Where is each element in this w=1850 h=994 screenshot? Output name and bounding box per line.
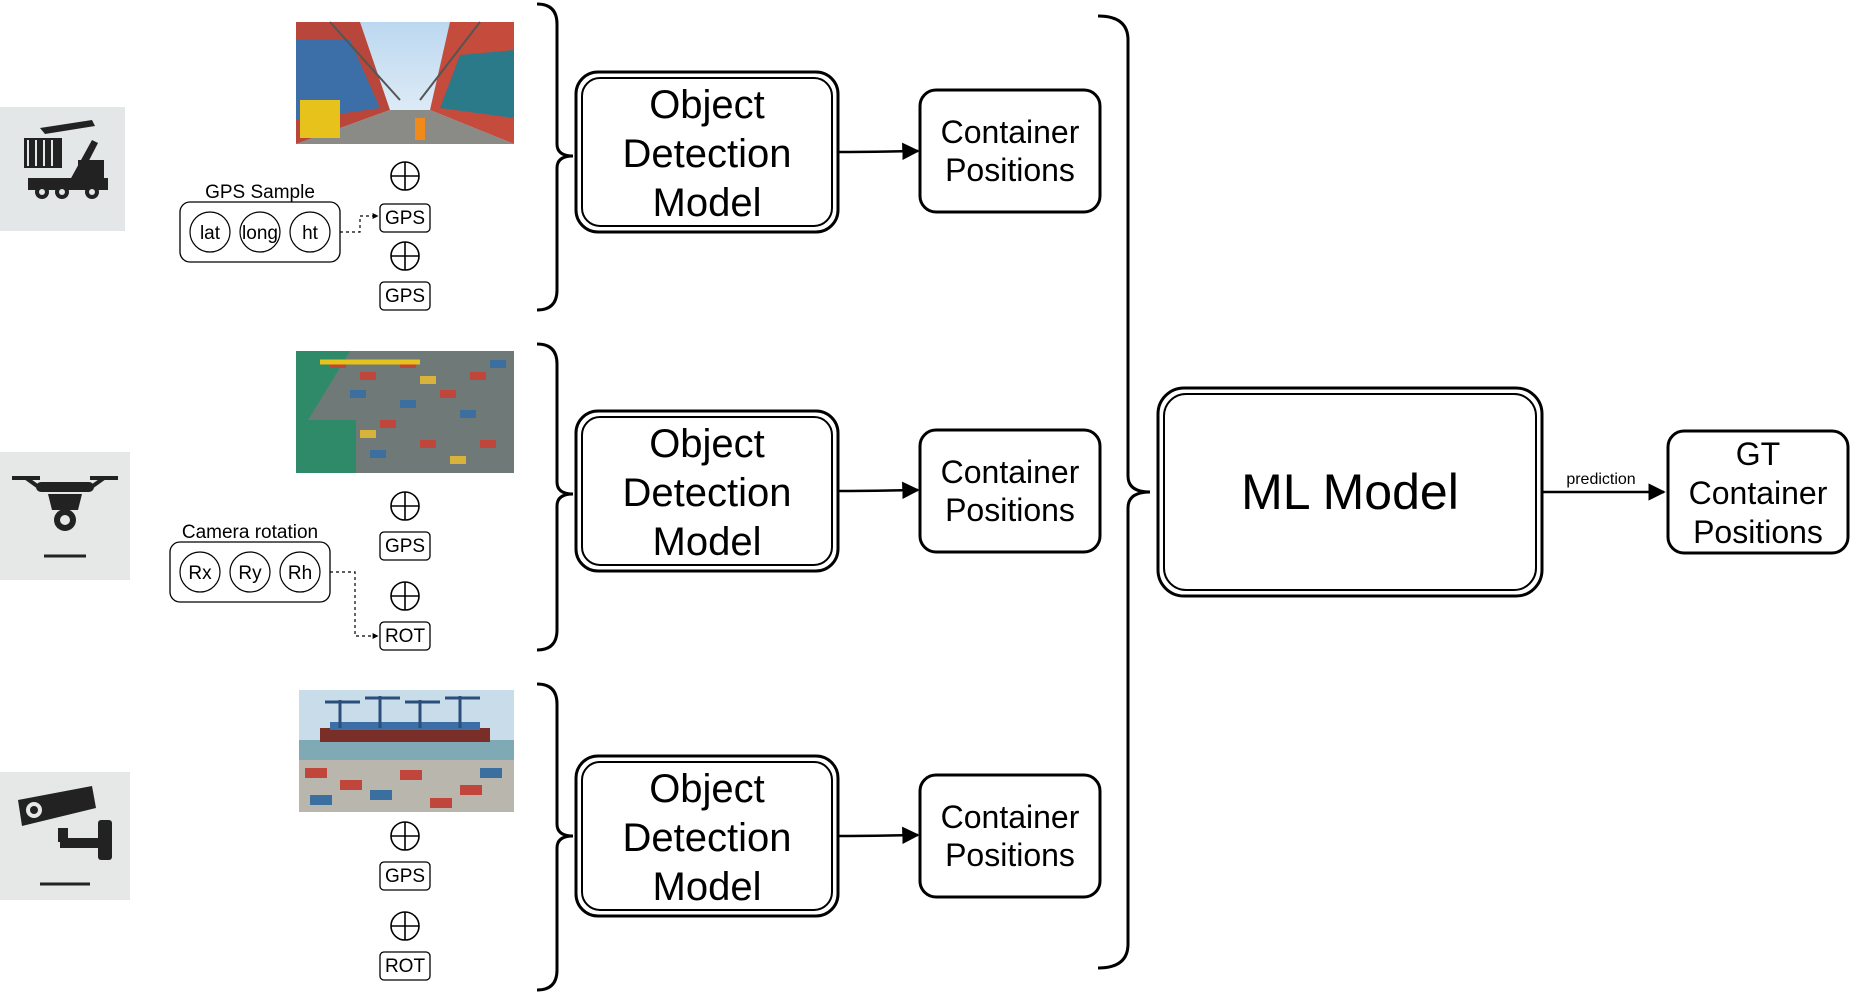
- tag-box: GPS: [379, 861, 431, 891]
- concat-symbol: [390, 821, 420, 851]
- tag-label: ROT: [385, 956, 426, 977]
- concat-symbol: [390, 491, 420, 521]
- sample-item: lat: [200, 223, 221, 244]
- sample-item: Ry: [238, 563, 262, 584]
- object-detection-model-box: Object Detection Model: [574, 409, 840, 573]
- container-terminal-harbor-photo: [299, 690, 514, 812]
- tag-box: GPS: [379, 531, 431, 561]
- flow-arrow: [837, 826, 920, 845]
- dashed-connector: [340, 213, 379, 233]
- model-label-line: Object: [649, 422, 765, 466]
- output-label-line: Container: [941, 114, 1080, 150]
- model-label-line: Detection: [623, 816, 792, 860]
- sample-group: lat long ht: [179, 201, 341, 263]
- sample-item: long: [242, 223, 278, 244]
- tag-label: GPS: [385, 286, 425, 307]
- model-label-line: Model: [653, 865, 762, 909]
- model-label-line: Object: [649, 83, 765, 127]
- tag-box: ROT: [379, 951, 431, 981]
- model-label-line: Model: [653, 181, 762, 225]
- model-label-line: Detection: [623, 132, 792, 176]
- concat-symbol: [390, 911, 420, 941]
- container-positions-box: Container Positions: [918, 773, 1102, 899]
- ml-model-box: ML Model: [1156, 386, 1544, 598]
- sample-item: ht: [302, 223, 319, 244]
- tag-label: GPS: [385, 866, 425, 887]
- container-port-aerial-photo: [296, 351, 514, 473]
- row-brace: [536, 2, 574, 312]
- tag-label: ROT: [385, 626, 426, 647]
- output-label-line: Positions: [945, 152, 1075, 188]
- output-label-line: Positions: [945, 492, 1075, 528]
- concat-symbol: [390, 241, 420, 271]
- tag-box: GPS: [379, 203, 431, 233]
- final-output-label-line: Container: [1689, 475, 1828, 511]
- concat-symbol: [390, 161, 420, 191]
- flow-arrow: [837, 142, 920, 161]
- dashed-connector: [330, 571, 379, 639]
- cctv-camera-icon: [0, 772, 130, 900]
- tag-box: ROT: [379, 621, 431, 651]
- reach-stacker-vehicle-icon: [0, 107, 125, 231]
- object-detection-model-box: Object Detection Model: [574, 70, 840, 234]
- container-positions-box: Container Positions: [918, 88, 1102, 214]
- output-label-line: Container: [941, 454, 1080, 490]
- gt-container-positions-box: GT Container Positions: [1666, 429, 1850, 555]
- model-label-line: Detection: [623, 471, 792, 515]
- model-label-line: Model: [653, 520, 762, 564]
- tag-box: GPS: [379, 281, 431, 311]
- row-brace: [536, 342, 574, 652]
- prediction-label: prediction: [1566, 471, 1635, 488]
- row-brace: [536, 682, 574, 992]
- merge-brace: [1097, 14, 1151, 970]
- container-positions-box: Container Positions: [918, 428, 1102, 554]
- tag-label: GPS: [385, 536, 425, 557]
- sample-group: Rx Ry Rh: [169, 541, 331, 603]
- output-label-line: Positions: [945, 837, 1075, 873]
- sample-item: Rh: [288, 563, 312, 584]
- final-output-label-line: Positions: [1693, 514, 1823, 550]
- tag-label: GPS: [385, 208, 425, 229]
- sample-group-label: Camera rotation: [182, 522, 318, 543]
- ml-model-label: ML Model: [1241, 464, 1459, 520]
- output-label-line: Container: [941, 799, 1080, 835]
- drone-icon: [0, 452, 130, 580]
- container-yard-ground-view-photo: [296, 21, 514, 144]
- concat-symbol: [390, 581, 420, 611]
- model-label-line: Object: [649, 767, 765, 811]
- sample-item: Rx: [188, 563, 212, 584]
- object-detection-model-box: Object Detection Model: [574, 754, 840, 918]
- final-output-label-line: GT: [1736, 436, 1780, 472]
- sample-group-label: GPS Sample: [205, 182, 315, 203]
- flow-arrow: [837, 481, 920, 500]
